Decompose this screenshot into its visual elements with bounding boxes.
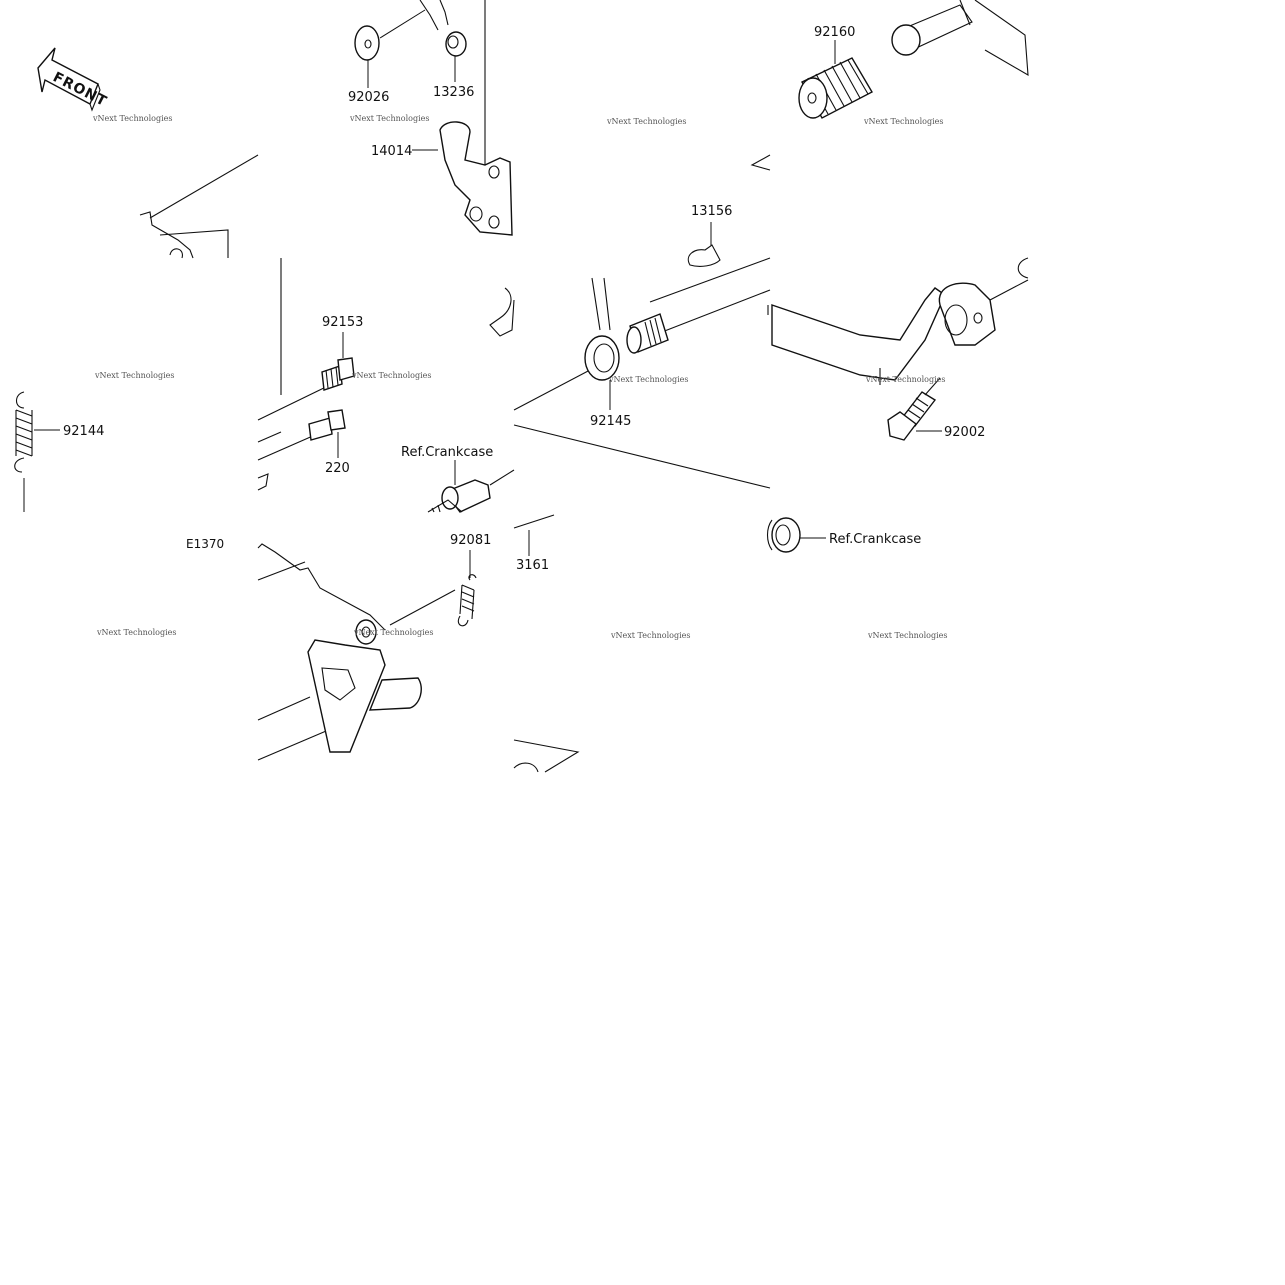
watermark-text: vNext Technologies	[606, 117, 686, 126]
spring-92144	[14, 391, 60, 512]
watermark-text: vNext Technologies	[865, 375, 945, 384]
bolt-92002	[887, 377, 942, 441]
watermark-text: vNext Technologies	[353, 628, 433, 637]
part-labels: 92026 13236 14014 92160 13156 92153 9214…	[63, 25, 985, 573]
part-label-92153: 92153	[322, 315, 363, 330]
part-label-92081: 92081	[450, 533, 491, 548]
watermark-text: vNext Technologies	[92, 114, 172, 123]
watermark-text: vNext Technologies	[610, 631, 690, 640]
washer-92026	[354, 9, 426, 88]
part-label-13156: 13156	[691, 204, 732, 219]
watermarks: vNext Technologies vNext Technologies vN…	[92, 114, 947, 640]
part-label-92002: 92002	[944, 425, 985, 440]
frame-plate	[139, 154, 259, 259]
bolt-92153	[321, 332, 355, 391]
retainer-13156	[687, 222, 721, 267]
part-label-ref-crankcase-right: Ref.Crankcase	[829, 532, 921, 547]
front-arrow-icon: FRONT	[37, 47, 110, 112]
part-label-92144: 92144	[63, 424, 104, 439]
part-label-3161: 3161	[516, 558, 549, 573]
bracket-14014	[412, 121, 513, 236]
frame-edge	[750, 154, 771, 171]
watermark-text: vNext Technologies	[608, 375, 688, 384]
part-label-ref-crankcase-center: Ref.Crankcase	[401, 445, 493, 460]
watermark-text: vNext Technologies	[351, 371, 431, 380]
pedal-pin	[891, 0, 1029, 77]
watermark-text: vNext Technologies	[867, 631, 947, 640]
part-label-220: 220	[325, 461, 350, 476]
pedal-rubber-92160	[798, 40, 873, 119]
part-label-92145: 92145	[590, 414, 631, 429]
collar-13236	[419, 0, 486, 165]
bracket-3161-line	[513, 514, 555, 529]
watermark-text: vNext Technologies	[349, 114, 429, 123]
crankcase-stud	[427, 460, 515, 513]
part-label-92026: 92026	[348, 90, 389, 105]
watermark-text: vNext Technologies	[94, 371, 174, 380]
shift-arm	[257, 543, 456, 761]
watermark-text: vNext Technologies	[863, 117, 943, 126]
shift-shaft	[513, 257, 771, 489]
crankcase-seal	[766, 517, 826, 553]
clip-92145	[584, 277, 620, 410]
bolt-220	[308, 409, 346, 458]
part-label-13236: 13236	[433, 85, 474, 100]
part-label-92160: 92160	[814, 25, 855, 40]
spring-92081	[457, 550, 477, 627]
diagram-code: E1370	[186, 537, 224, 551]
hook-part	[489, 287, 515, 337]
shift-lever-shaft-area	[257, 258, 331, 491]
part-label-14014: 14014	[371, 144, 412, 159]
cover-fragment	[513, 739, 580, 773]
shift-pedal	[767, 257, 1029, 385]
watermark-text: vNext Technologies	[96, 628, 176, 637]
